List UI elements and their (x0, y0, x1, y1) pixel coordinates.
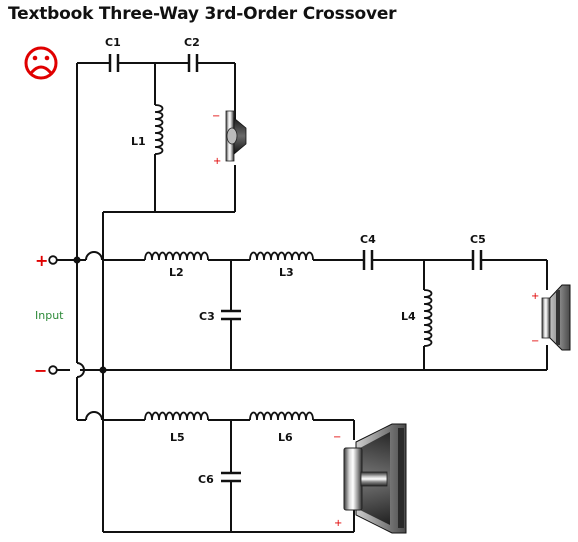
capacitor-c6: C6 (198, 471, 241, 486)
input-minus-terminal (48, 365, 58, 375)
tweeter-icon: − + (212, 110, 247, 167)
label-l2: L2 (169, 266, 184, 279)
capacitor-c4: C4 (360, 233, 376, 270)
tweeter-positive-mark: + (213, 156, 221, 167)
sad-face-icon (24, 46, 58, 80)
woofer-negative-mark: − (333, 432, 341, 443)
label-c1: C1 (105, 36, 121, 49)
label-c2: C2 (184, 36, 200, 49)
capacitor-c3: C3 (199, 309, 241, 323)
junction-dot (73, 256, 81, 264)
input-plus-terminal (48, 255, 58, 265)
inductor-l4: L4 (401, 289, 433, 347)
inductor-l6: L6 (249, 411, 314, 444)
capacitor-c5: C5 (470, 233, 486, 270)
inductor-l1: L1 (131, 104, 164, 155)
label-l6: L6 (278, 431, 293, 444)
input-plus-sign: + (35, 251, 48, 270)
input-label: Input (35, 309, 64, 322)
label-c6: C6 (198, 473, 214, 486)
label-c5: C5 (470, 233, 486, 246)
input-terminals: + − Input (34, 251, 107, 380)
label-l5: L5 (170, 431, 185, 444)
midrange-positive-mark: + (531, 291, 539, 302)
tweeter-negative-mark: − (212, 111, 220, 122)
label-l1: L1 (131, 135, 146, 148)
junction-dot (99, 366, 107, 374)
label-l4: L4 (401, 310, 416, 323)
capacitor-c1: C1 (105, 36, 121, 72)
label-c4: C4 (360, 233, 376, 246)
woofer-speaker-icon: − + (333, 423, 407, 534)
capacitor-c2: C2 (184, 36, 200, 72)
input-minus-sign: − (34, 361, 47, 380)
inductor-l5: L5 (144, 411, 209, 444)
midrange-speaker-icon: + − (531, 284, 571, 351)
diagram-title: Textbook Three-Way 3rd-Order Crossover (8, 4, 397, 24)
inductor-l2: L2 (144, 251, 209, 279)
label-c3: C3 (199, 310, 215, 323)
inductor-l3: L3 (249, 251, 314, 279)
midrange-negative-mark: − (531, 336, 539, 347)
woofer-positive-mark: + (334, 518, 342, 529)
label-l3: L3 (279, 266, 294, 279)
